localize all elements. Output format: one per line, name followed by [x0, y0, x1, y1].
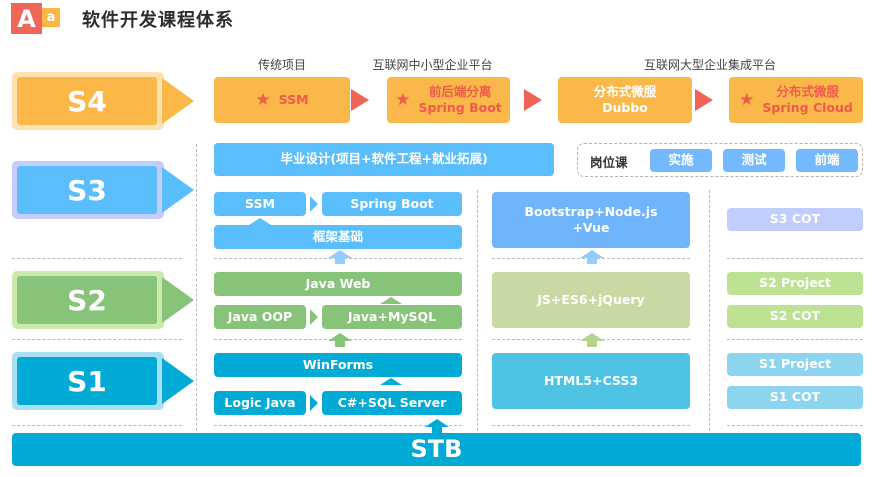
- column-divider: [709, 190, 710, 431]
- job-course-implementation: 实施: [650, 149, 712, 172]
- s1-project: S1 Project: [727, 353, 863, 376]
- course-spring-cloud: ★ 分布式微服 Spring Cloud: [729, 77, 863, 123]
- stb-foundation: STB: [12, 433, 861, 466]
- course-label: 分布式微服: [776, 83, 839, 99]
- arrow-right-icon: [310, 309, 318, 325]
- stage-s4: S4: [12, 72, 194, 130]
- s3-cot: S3 COT: [727, 208, 863, 231]
- arrow-up-icon: [380, 378, 402, 385]
- s1-cot: S1 COT: [727, 386, 863, 409]
- page-title: 软件开发课程体系: [82, 10, 234, 31]
- column-divider: [196, 144, 197, 431]
- logo-letter-small-a: a: [42, 8, 60, 27]
- course-winforms: WinForms: [214, 353, 462, 377]
- job-course-testing: 测试: [723, 149, 785, 172]
- row-divider: [727, 258, 863, 259]
- stage-label: S3: [17, 166, 157, 214]
- course-logic-java: Logic Java: [214, 391, 306, 415]
- course-sublabel: +Vue: [572, 220, 610, 235]
- course-label: 分布式微服: [593, 83, 657, 99]
- star-icon: ★: [255, 89, 271, 110]
- stage-arrow-icon: [162, 277, 194, 323]
- course-framework-basics: 框架基础: [214, 225, 462, 249]
- row-divider: [727, 339, 863, 340]
- arrow-up-icon: [328, 333, 352, 347]
- stage-s2: S2: [12, 271, 194, 329]
- course-html5-css3: HTML5+CSS3: [492, 353, 690, 409]
- arrow-right-icon: [695, 89, 713, 111]
- course-label: SSM: [278, 91, 309, 107]
- job-courses-group: 岗位课 实施 测试 前端: [577, 143, 863, 177]
- stage-s1: S1: [12, 352, 194, 410]
- arrow-up-icon: [328, 250, 352, 264]
- row-divider: [492, 425, 690, 426]
- course-java-mysql: Java+MySQL: [322, 305, 462, 329]
- job-courses-label: 岗位课: [590, 155, 628, 170]
- star-icon: ★: [739, 89, 755, 110]
- caption-enterprise-platform: 互联网大型企业集成平台: [643, 58, 776, 72]
- row-divider: [727, 425, 863, 426]
- logo-letter-a: A: [11, 3, 42, 34]
- arrow-up-icon: [580, 250, 604, 264]
- course-dubbo: 分布式微服 Dubbo: [558, 77, 692, 123]
- row-divider: [12, 339, 182, 340]
- row-divider: [214, 425, 462, 426]
- course-ssm: ★ SSM: [214, 77, 350, 123]
- course-label: Bootstrap+Node.js: [524, 203, 658, 219]
- arrow-right-icon: [310, 395, 318, 411]
- course-sublabel: Spring Boot: [418, 100, 502, 115]
- course-csharp-sql-server: C#+SQL Server: [322, 391, 462, 415]
- course-java-web: Java Web: [214, 272, 462, 296]
- caption-sme-platform: 互联网中小型企业平台: [372, 58, 493, 72]
- arrow-right-icon: [524, 89, 542, 111]
- arrow-right-icon: [310, 196, 318, 212]
- stage-label: S2: [17, 276, 157, 324]
- course-label: 前后端分离: [428, 83, 492, 99]
- course-s3-ssm: SSM: [214, 192, 306, 216]
- stage-label: S4: [17, 77, 157, 125]
- course-spring-boot: ★ 前后端分离 Spring Boot: [387, 77, 510, 123]
- course-s3-spring-boot: Spring Boot: [322, 192, 462, 216]
- graduation-project: 毕业设计(项目+软件工程+就业拓展): [214, 143, 554, 176]
- job-course-frontend: 前端: [796, 149, 858, 172]
- arrow-up-icon: [425, 419, 449, 433]
- course-bootstrap-node-vue: Bootstrap+Node.js +Vue: [492, 192, 690, 248]
- column-divider: [477, 190, 478, 431]
- course-sublabel: Spring Cloud: [762, 100, 853, 115]
- stage-arrow-icon: [162, 358, 194, 404]
- s2-cot: S2 COT: [727, 305, 863, 328]
- row-divider: [12, 425, 182, 426]
- stage-arrow-icon: [162, 78, 194, 124]
- star-icon: ★: [395, 89, 411, 110]
- stage-label: S1: [17, 357, 157, 405]
- s2-project: S2 Project: [727, 272, 863, 295]
- stage-arrow-icon: [162, 167, 194, 213]
- course-sublabel: Dubbo: [602, 100, 648, 115]
- arrow-up-icon: [580, 333, 604, 347]
- row-divider: [12, 258, 182, 259]
- course-java-oop: Java OOP: [214, 305, 306, 329]
- course-js-es6-jquery: JS+ES6+jQuery: [492, 272, 690, 328]
- stage-s3: S3: [12, 161, 194, 219]
- arrow-up-icon: [249, 218, 271, 225]
- caption-traditional: 传统项目: [257, 58, 306, 72]
- arrow-right-icon: [351, 89, 369, 111]
- arrow-up-icon: [380, 297, 402, 304]
